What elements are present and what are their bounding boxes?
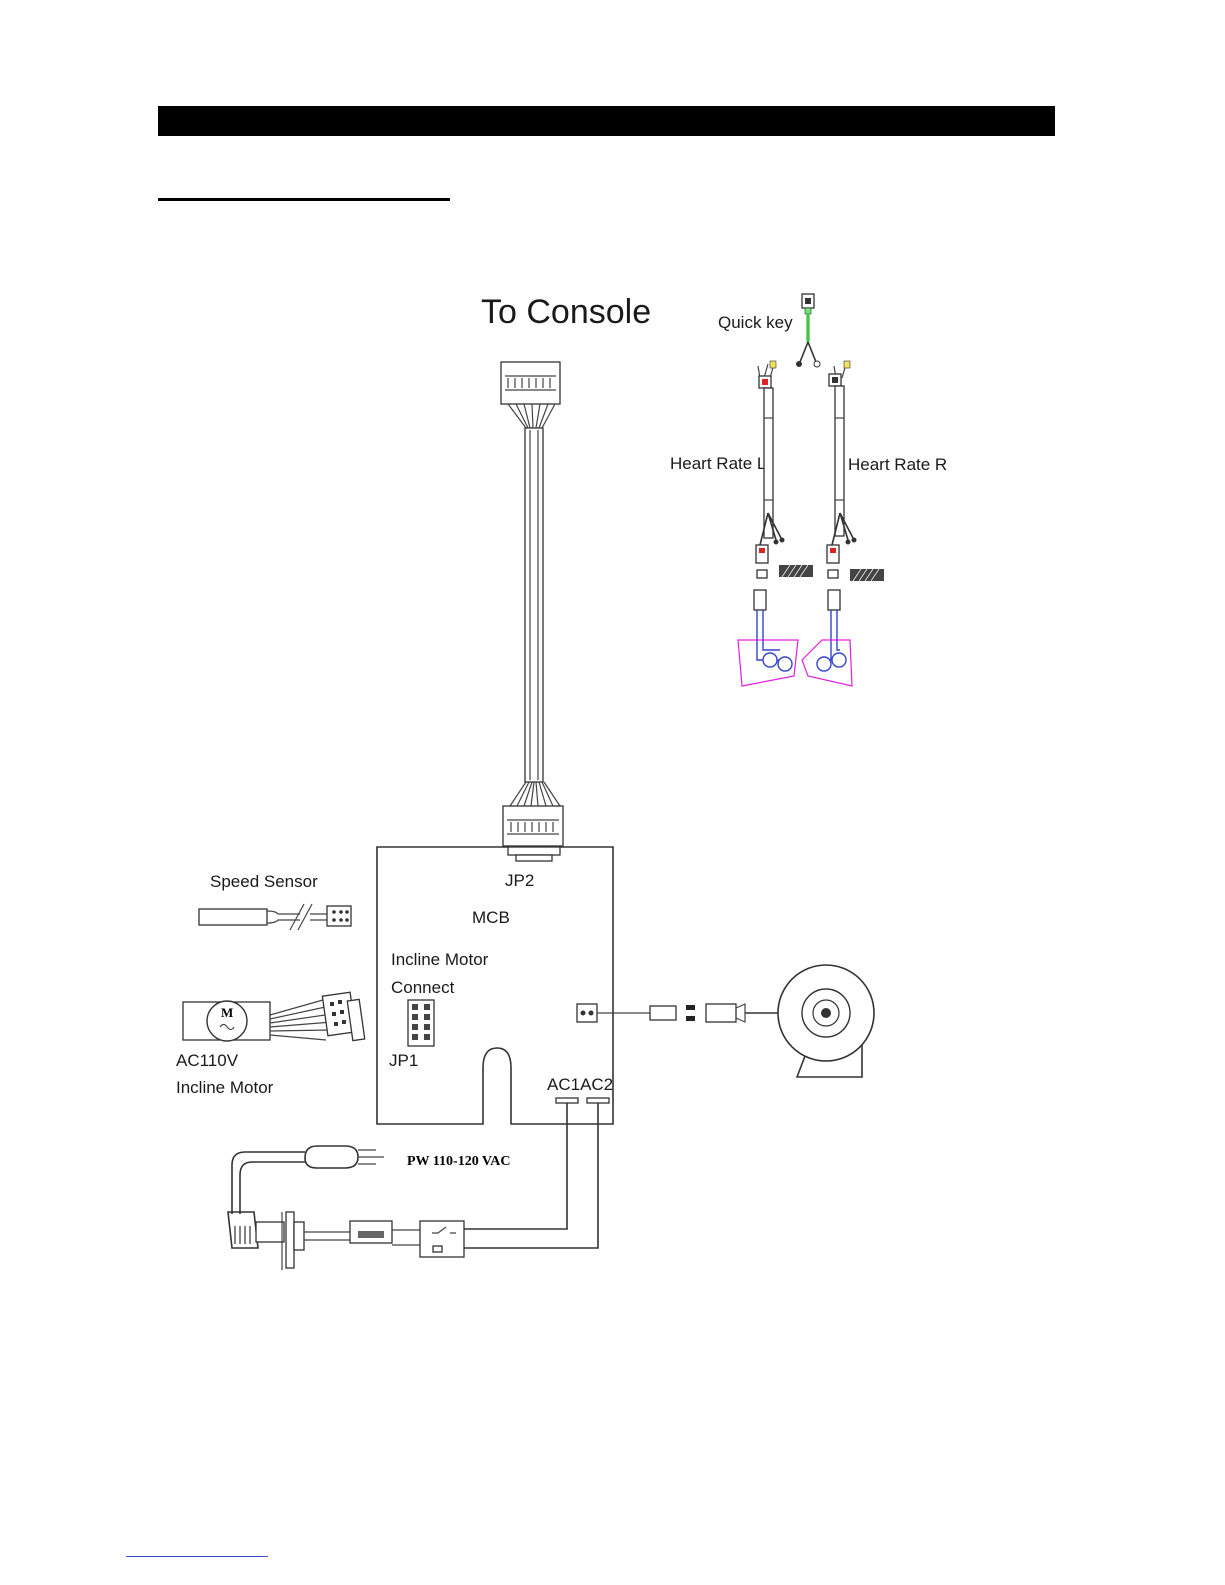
heart-rate-l-label: Heart Rate L bbox=[670, 454, 766, 473]
speed-sensor-label: Speed Sensor bbox=[210, 872, 318, 891]
ac1-ac2-label: AC1AC2 bbox=[547, 1075, 613, 1094]
heart-rate-pad-left-icon bbox=[738, 590, 798, 686]
heart-rate-r-label: Heart Rate R bbox=[848, 455, 947, 474]
quick-key-icon bbox=[796, 294, 820, 367]
breaker-icon bbox=[304, 1221, 420, 1245]
console-cable bbox=[510, 428, 560, 806]
ac110v-label: AC110V bbox=[176, 1051, 239, 1070]
heart-rate-l-harness-icon bbox=[756, 361, 813, 578]
ac1-terminal bbox=[556, 1098, 578, 1103]
to-console-label: To Console bbox=[481, 293, 651, 331]
motor-connector-icon bbox=[577, 1004, 800, 1022]
jp1-connector-icon bbox=[408, 1000, 434, 1046]
jp2-label: JP2 bbox=[505, 871, 534, 890]
jp2-connector-icon bbox=[503, 806, 563, 846]
drive-motor-icon bbox=[778, 965, 874, 1077]
jp1-label: JP1 bbox=[389, 1051, 418, 1070]
console-connector-icon bbox=[501, 362, 560, 428]
power-plug-icon bbox=[232, 1146, 384, 1214]
footer-link-underline bbox=[126, 1556, 268, 1557]
quick-key-label: Quick key bbox=[718, 313, 793, 332]
mcb-label: MCB bbox=[472, 908, 510, 927]
switch-icon bbox=[420, 1221, 464, 1257]
incline-motor-connect-label-2: Connect bbox=[391, 978, 455, 997]
incline-motor-icon: M bbox=[183, 992, 365, 1041]
ac2-terminal bbox=[587, 1098, 609, 1103]
power-label: PW 110-120 VAC bbox=[407, 1154, 510, 1169]
speed-sensor-icon bbox=[199, 904, 351, 930]
heart-rate-pad-right-icon bbox=[802, 590, 852, 686]
motor-symbol-label: M bbox=[221, 1005, 233, 1020]
incline-motor-connect-label-1: Incline Motor bbox=[391, 950, 489, 969]
incline-motor-label: Incline Motor bbox=[176, 1078, 274, 1097]
power-inlet-icon bbox=[228, 1212, 304, 1268]
